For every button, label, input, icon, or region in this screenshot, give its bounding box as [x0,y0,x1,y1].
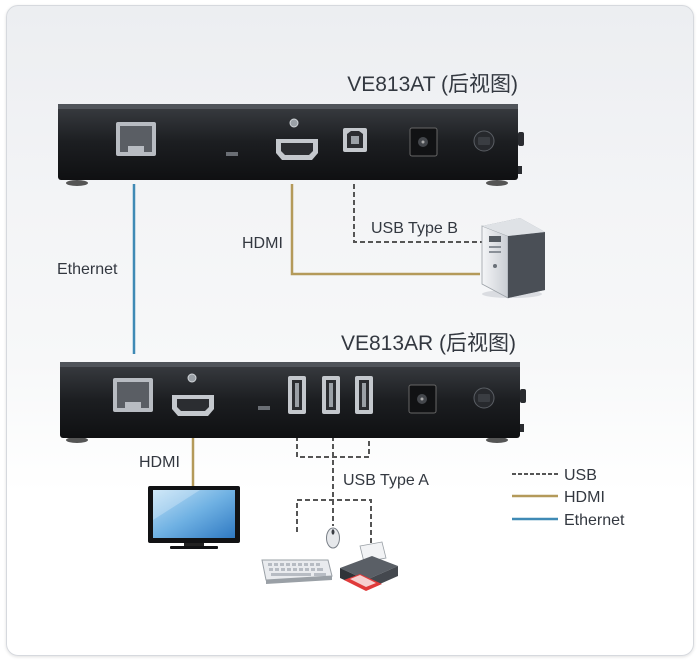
transmitter-ground-icon [289,118,299,128]
usb-type-b-label: USB Type B [371,220,458,237]
receiver-power-switch [473,387,495,409]
receiver-hdmi-port [172,395,214,416]
usb-type-a-label: USB Type A [343,472,429,489]
transmitter-device [58,104,524,186]
hdmi-label-bottom: HDMI [139,454,180,471]
transmitter-ethernet-port [116,122,156,156]
transmitter-hdmi-port [276,139,318,160]
monitor-icon [148,486,240,549]
receiver-title: VE813AR (后视图) [341,332,516,355]
usb-type-a-cables [296,436,372,545]
transmitter-usb-b-port [343,128,367,152]
legend-usb-label: USB [564,467,597,484]
keyboard-icon [261,559,333,584]
transmitter-title: VE813AT (后视图) [347,73,518,96]
mouse-icon [326,527,340,549]
hdmi-label-top: HDMI [242,235,283,252]
transmitter-led [226,152,238,156]
hdmi-cable-top [290,184,480,276]
receiver-usb-a-ports [288,376,373,414]
transmitter-power-port [409,127,438,157]
legend-hdmi-label: HDMI [564,489,605,506]
pc-tower-icon [481,218,545,299]
legend: USB HDMI Ethernet [512,467,625,529]
receiver-device [60,362,526,443]
receiver-ground-icon [187,373,197,383]
printer-icon [340,541,398,591]
receiver-ethernet-port [113,378,153,412]
ethernet-label: Ethernet [57,261,118,278]
usb-type-b-cable [353,184,482,243]
legend-ethernet-label: Ethernet [564,512,625,529]
transmitter-power-switch [473,130,495,152]
receiver-led [258,406,270,410]
receiver-power-port [408,384,437,414]
